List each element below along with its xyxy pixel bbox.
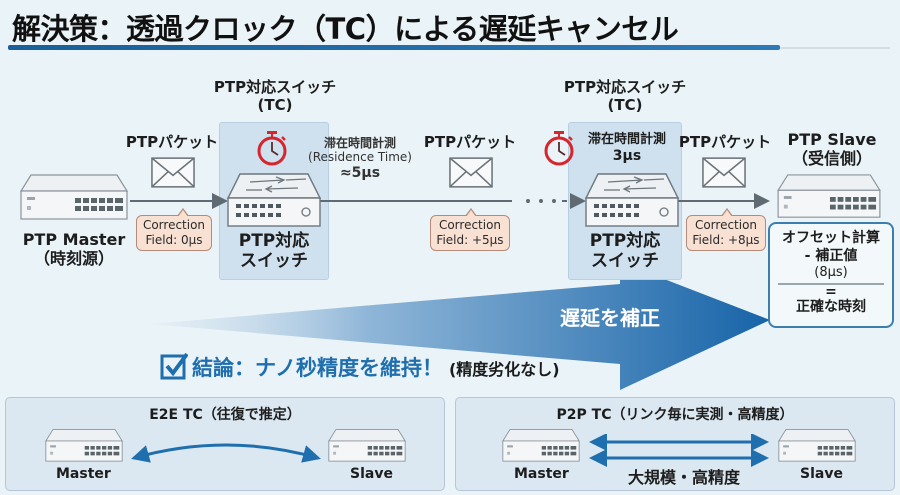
offset-value: (8μs) (814, 265, 848, 280)
residence-title: 滞在時間計測 (587, 132, 666, 147)
offset-equals: = (825, 284, 837, 301)
correction-field-bubble-2: Correction Field: +5μs (430, 208, 510, 251)
p2p-master-label: Master (514, 466, 569, 482)
master-switch-icon (41, 428, 127, 464)
ellipsis-dot (539, 199, 543, 203)
residence-value: 3μs (612, 147, 642, 164)
stopwatch-icon (543, 130, 575, 166)
master-name: PTP Master (22, 230, 126, 249)
p2p-slave-label: Slave (800, 466, 843, 482)
correction-value: Field: +5μs (436, 233, 504, 247)
correction-label: Correction (142, 218, 206, 232)
ellipsis-dot (526, 199, 530, 203)
residence-time-2: 滞在時間計測 3μs (572, 132, 682, 164)
e2e-slave-label: Slave (350, 466, 393, 482)
correction-label: Correction (438, 218, 502, 232)
packet-label-3: PTPパケット (678, 133, 772, 151)
title-underline-extension (780, 47, 890, 49)
envelope-icon (702, 157, 746, 188)
ellipsis-dot (552, 199, 556, 203)
tc-switch-header-line: (TC) (607, 96, 643, 114)
p2p-tc-panel: P2P TC（リンク毎に実測・高精度） Master 大規模・高精度 Slave (455, 397, 895, 491)
conclusion-sub: (精度劣化なし) (448, 360, 560, 379)
correction-value: Field: 0μs (145, 233, 203, 247)
correction-field-bubble-3: Correction Field: +8μs (686, 208, 766, 251)
master-switch-icon (498, 428, 584, 464)
page-title: 解決策：透過クロック（TC）による遅延キャンセル (12, 12, 679, 46)
conclusion-main: 結論：ナノ秒精度を維持！ (192, 356, 443, 380)
tc-switch-footer-2: PTP対応 スイッチ (568, 231, 682, 272)
tc-switch-footer-1: PTP対応 スイッチ (219, 231, 329, 272)
big-arrow-label: 遅延を補正 (560, 306, 660, 330)
slave-sub: （受信側） (791, 149, 872, 169)
residence-subtitle: (Residence Time) (308, 150, 412, 165)
offset-calculation-box: オフセット計算 - 補正値 (8μs) = 正確な時刻 (768, 222, 894, 328)
tc-switch-header-line: (TC) (257, 96, 293, 114)
packet-label-1: PTPパケット (125, 133, 219, 151)
slave-switch-icon (324, 428, 410, 464)
slave-switch-icon (774, 428, 860, 464)
envelope-icon (151, 157, 195, 188)
e2e-title: E2E TC（往復で推定） (149, 407, 301, 423)
round-trip-arrow (131, 443, 321, 463)
offset-line: オフセット計算 (782, 230, 880, 246)
e2e-master-label: Master (56, 466, 111, 482)
conclusion: 結論：ナノ秒精度を維持！ (精度劣化なし) (160, 352, 560, 382)
master-switch-icon (16, 173, 132, 223)
master-label: PTP Master （時刻源） (10, 230, 138, 268)
link-lines (130, 193, 770, 209)
tc-switch-header-line: PTP対応スイッチ (563, 78, 687, 96)
p2p-caption: 大規模・高精度 (628, 468, 741, 487)
tc-switch-header-2: PTP対応スイッチ (TC) (545, 78, 705, 114)
envelope-icon (449, 157, 493, 188)
offset-result: 正確な時刻 (796, 299, 866, 316)
offset-line: - 補正値 (804, 247, 858, 264)
per-link-arrows (589, 434, 769, 467)
slave-switch-icon (770, 173, 888, 221)
tc-switch-icon-2 (584, 172, 680, 228)
e2e-tc-panel: E2E TC（往復で推定） Master Slave (5, 397, 445, 491)
title-underline (8, 45, 780, 50)
slave-name: PTP Slave (787, 130, 877, 149)
delay-compensation-arrow (150, 262, 770, 390)
residence-time-1: 滞在時間計測 (Residence Time) ≈5μs (300, 136, 420, 182)
correction-field-bubble-1: Correction Field: 0μs (136, 208, 212, 251)
tc-switch-footer-line: PTP対応 (589, 231, 661, 251)
tc-switch-footer-line: PTP対応 (238, 231, 310, 251)
p2p-title: P2P TC（リンク毎に実測・高精度） (556, 407, 794, 423)
residence-title: 滞在時間計測 (323, 136, 396, 150)
slave-label: PTP Slave （受信側） (770, 130, 894, 168)
packet-label-2: PTPパケット (423, 133, 517, 151)
residence-value: ≈5μs (339, 164, 381, 181)
correction-label: Correction (694, 218, 758, 232)
tc-switch-header-1: PTP対応スイッチ (TC) (195, 78, 355, 114)
stopwatch-icon (256, 130, 288, 166)
tc-switch-footer-line: スイッチ (240, 251, 308, 272)
checkbox-checked-icon (160, 352, 189, 380)
tc-switch-footer-line: スイッチ (591, 251, 659, 272)
master-sub: （時刻源） (33, 249, 114, 269)
correction-value: Field: +8μs (692, 233, 760, 247)
tc-switch-header-line: PTP対応スイッチ (213, 78, 337, 96)
offset-divider (778, 283, 884, 286)
